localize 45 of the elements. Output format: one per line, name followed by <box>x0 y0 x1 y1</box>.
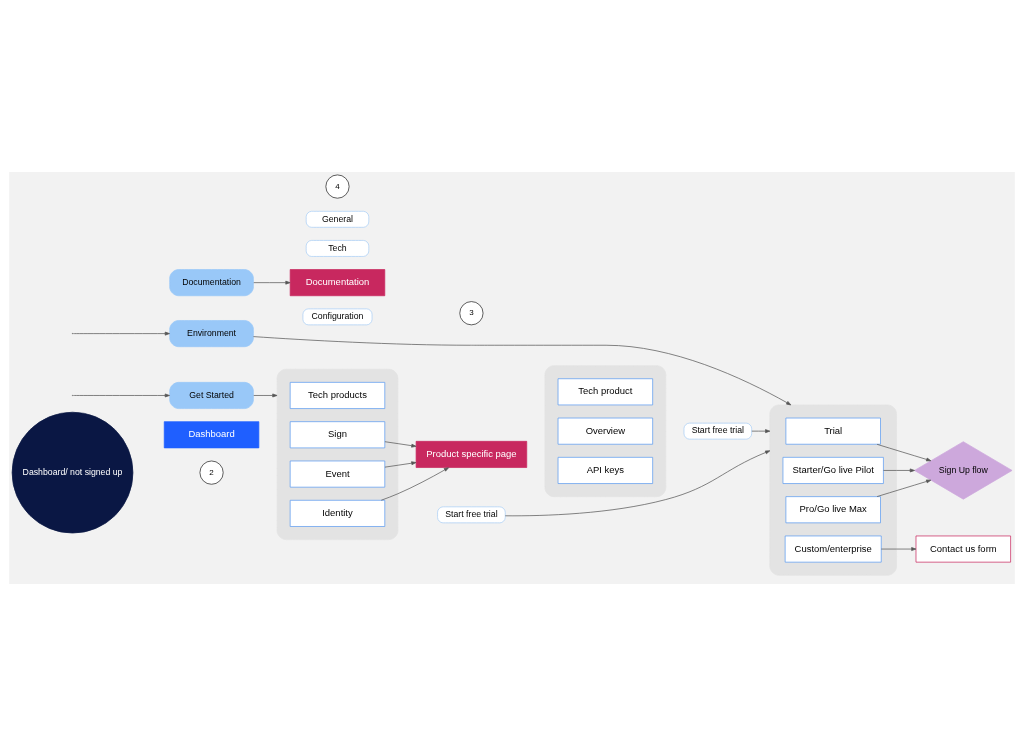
node-box: Get Started <box>169 382 254 409</box>
arrow <box>504 450 771 517</box>
node-box: Event <box>289 460 386 488</box>
node-box: Identity <box>289 499 386 527</box>
arrow <box>253 280 291 285</box>
node-box: Documentation <box>169 269 254 297</box>
node-box: API keys <box>557 456 654 484</box>
node-box: Starter/Go live Pilot <box>782 456 884 484</box>
node-box: Tech product <box>557 378 654 406</box>
cluster <box>544 365 667 497</box>
arrow <box>253 336 792 406</box>
node-circle: 3 <box>459 301 484 326</box>
node-box: Tech products <box>289 382 386 409</box>
node-box: Custom/enterprise <box>784 535 882 563</box>
arrow <box>73 331 170 336</box>
node-box: Trial <box>785 417 881 445</box>
node-box: Product specific page <box>415 440 528 468</box>
node-box: Overview <box>557 417 654 445</box>
arrow <box>384 461 417 468</box>
node-box: Dashboard <box>163 421 260 449</box>
node-box: Contact us form <box>915 535 1011 563</box>
node-box: Documentation <box>289 269 386 297</box>
node-circle: 4 <box>325 174 350 199</box>
arrow <box>380 467 449 501</box>
node-box: Start free trial <box>683 422 753 440</box>
arrow <box>876 443 932 462</box>
arrow <box>751 429 771 434</box>
node-box: General <box>305 210 370 228</box>
arrow <box>253 393 278 398</box>
node-box: Tech <box>305 240 370 257</box>
node-box: Environment <box>169 320 254 348</box>
cluster <box>769 404 897 576</box>
arrow <box>73 393 170 398</box>
node-box: Configuration <box>302 308 373 326</box>
node-diamond: Sign Up flow <box>914 441 1013 500</box>
node-circle: 2 <box>199 460 224 485</box>
node-box: Start free trial <box>437 506 506 524</box>
arrow <box>883 468 915 473</box>
arrow <box>880 547 917 551</box>
cluster <box>276 368 399 540</box>
node-box: Pro/Go live Max <box>785 496 881 524</box>
node-box: Sign <box>289 421 386 449</box>
node-circle: Dashboard/ not signed up <box>11 411 134 534</box>
arrow <box>876 479 932 497</box>
arrow <box>384 441 417 448</box>
